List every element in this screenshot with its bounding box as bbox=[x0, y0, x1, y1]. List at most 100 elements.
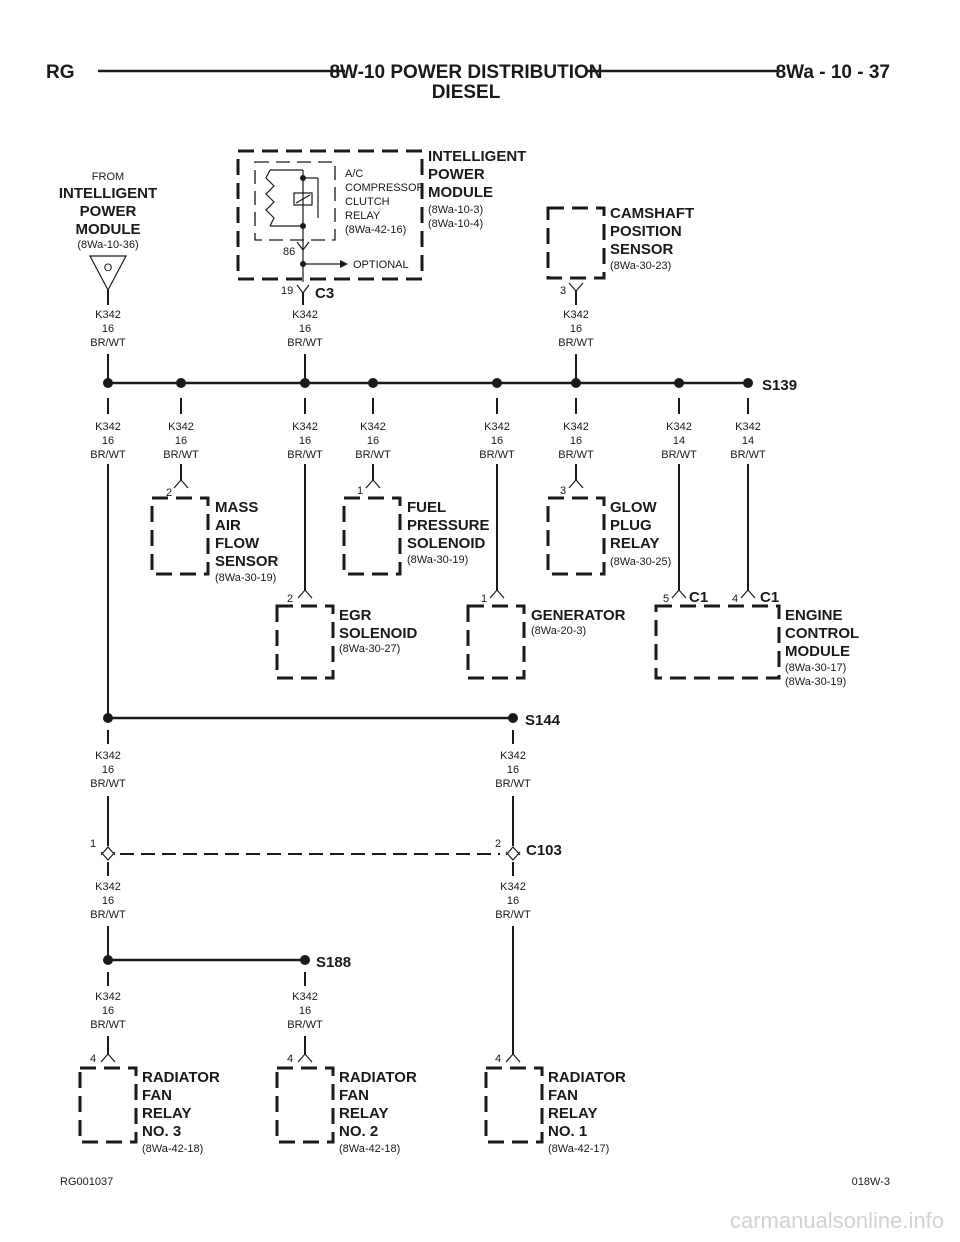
relay3-name-4: NO. 3 bbox=[142, 1123, 181, 1140]
egr-name-2: SOLENOID bbox=[339, 625, 418, 642]
svg-text:BR/WT: BR/WT bbox=[287, 337, 323, 349]
page-header: RG 8W-10 POWER DISTRIBUTION DIESEL 8Wa -… bbox=[46, 62, 890, 103]
relay1-name-2: FAN bbox=[548, 1087, 578, 1104]
svg-text:K342: K342 bbox=[563, 421, 589, 433]
c103-pin1-icon bbox=[100, 846, 116, 856]
relay1-name-1: RADIATOR bbox=[548, 1069, 626, 1086]
svg-text:16: 16 bbox=[367, 435, 379, 447]
from-name-3: MODULE bbox=[76, 221, 141, 238]
ipm-name-2: POWER bbox=[428, 166, 485, 183]
svg-text:BR/WT: BR/WT bbox=[90, 337, 126, 349]
relay1-name-4: NO. 1 bbox=[548, 1123, 587, 1140]
fuel-pin: 1 bbox=[357, 485, 363, 497]
ipm-outline bbox=[236, 149, 424, 281]
svg-text:BR/WT: BR/WT bbox=[558, 449, 594, 461]
ipm-connector: C3 bbox=[315, 285, 334, 302]
camshaft-outline bbox=[546, 206, 606, 280]
camshaft-sensor: CAMSHAFT POSITION SENSOR (8Wa-30-23) 3 bbox=[546, 205, 694, 305]
maf-ref: (8Wa-30-19) bbox=[215, 572, 276, 584]
svg-text:16: 16 bbox=[102, 323, 114, 335]
ipm-ref-2: (8Wa-10-4) bbox=[428, 218, 483, 230]
maf-name-3: FLOW bbox=[215, 535, 260, 552]
egr-ref: (8Wa-30-27) bbox=[339, 643, 400, 655]
source-connector-letter: O bbox=[104, 262, 113, 274]
relay3-name-1: RADIATOR bbox=[142, 1069, 220, 1086]
fuel-pressure-solenoid: FUEL PRESSURE SOLENOID (8Wa-30-19) bbox=[342, 496, 490, 576]
optional-label: OPTIONAL bbox=[353, 259, 409, 271]
from-ipm-source: FROM INTELLIGENT POWER MODULE (8Wa-10-36… bbox=[59, 171, 157, 305]
radiator-fan-relay-1: RADIATOR FAN RELAY NO. 1 (8Wa-42-17) bbox=[484, 1066, 626, 1155]
bus-s144: S144 bbox=[103, 712, 561, 729]
generator-ref: (8Wa-20-3) bbox=[531, 625, 586, 637]
relay3-outline bbox=[78, 1066, 138, 1144]
radiator-fan-relay-2: RADIATOR FAN RELAY NO. 2 (8Wa-42-18) bbox=[275, 1066, 417, 1155]
splice-s144: S144 bbox=[525, 712, 561, 729]
svg-text:16: 16 bbox=[299, 1005, 311, 1017]
ecm-ref-1: (8Wa-30-17) bbox=[785, 662, 846, 674]
from-ref: (8Wa-10-36) bbox=[77, 239, 138, 251]
svg-text:K342: K342 bbox=[292, 309, 318, 321]
svg-text:BR/WT: BR/WT bbox=[661, 449, 697, 461]
svg-text:K342: K342 bbox=[360, 421, 386, 433]
svg-text:16: 16 bbox=[507, 895, 519, 907]
svg-text:BR/WT: BR/WT bbox=[730, 449, 766, 461]
from-label: FROM bbox=[92, 171, 124, 183]
svg-text:K342: K342 bbox=[95, 309, 121, 321]
egr-outline bbox=[275, 604, 335, 680]
relay2-pin-icon bbox=[297, 1053, 313, 1063]
camshaft-name-3: SENSOR bbox=[610, 241, 674, 258]
from-name-1: INTELLIGENT bbox=[59, 185, 157, 202]
splice-s139: S139 bbox=[762, 377, 797, 394]
splice-s188: S188 bbox=[316, 954, 351, 971]
svg-text:BR/WT: BR/WT bbox=[163, 449, 199, 461]
ipm-pin: 19 bbox=[281, 285, 293, 297]
camshaft-pin: 3 bbox=[560, 285, 566, 297]
relay1-pin-icon bbox=[505, 1053, 521, 1063]
glow-name-1: GLOW bbox=[610, 499, 657, 516]
svg-text:K342: K342 bbox=[95, 881, 121, 893]
ecm-name-2: CONTROL bbox=[785, 625, 859, 642]
svg-text:K342: K342 bbox=[735, 421, 761, 433]
ecm-outline bbox=[654, 604, 781, 680]
maf-sensor: MASS AIR FLOW SENSOR (8Wa-30-19) bbox=[150, 496, 279, 584]
watermark: carmanualsonline.info bbox=[730, 1208, 944, 1233]
svg-text:K342: K342 bbox=[95, 750, 121, 762]
header-subtitle: DIESEL bbox=[432, 82, 501, 103]
generator-name: GENERATOR bbox=[531, 607, 626, 624]
header-left: RG bbox=[46, 62, 75, 83]
fuel-name-2: PRESSURE bbox=[407, 517, 490, 534]
wire-label: K342 16 BR/WT bbox=[287, 309, 323, 349]
relay1-name-3: RELAY bbox=[548, 1105, 597, 1122]
relay-label-3: CLUTCH bbox=[345, 196, 390, 208]
ecm-pin-b-icon bbox=[740, 589, 756, 599]
svg-text:BR/WT: BR/WT bbox=[287, 1019, 323, 1031]
relay-pin-86: 86 bbox=[283, 246, 295, 258]
svg-text:BR/WT: BR/WT bbox=[90, 909, 126, 921]
relay-ref: (8Wa-42-16) bbox=[345, 224, 406, 236]
generator-outline bbox=[466, 604, 526, 680]
svg-text:K342: K342 bbox=[500, 750, 526, 762]
relay2-name-4: NO. 2 bbox=[339, 1123, 378, 1140]
header-page-number: 8Wa - 10 - 37 bbox=[776, 62, 890, 83]
svg-text:BR/WT: BR/WT bbox=[495, 778, 531, 790]
ecm-connector-a: C1 bbox=[689, 589, 708, 606]
from-name-2: POWER bbox=[80, 203, 137, 220]
relay-label-4: RELAY bbox=[345, 210, 381, 222]
relay2-outline bbox=[275, 1066, 335, 1144]
ipm-pin-icon bbox=[296, 284, 310, 294]
camshaft-name-1: CAMSHAFT bbox=[610, 205, 694, 222]
wire-label: K342 16 BR/WT bbox=[90, 309, 126, 349]
generator-pin: 1 bbox=[481, 593, 487, 605]
svg-text:BR/WT: BR/WT bbox=[558, 337, 594, 349]
svg-text:16: 16 bbox=[175, 435, 187, 447]
svg-text:16: 16 bbox=[491, 435, 503, 447]
